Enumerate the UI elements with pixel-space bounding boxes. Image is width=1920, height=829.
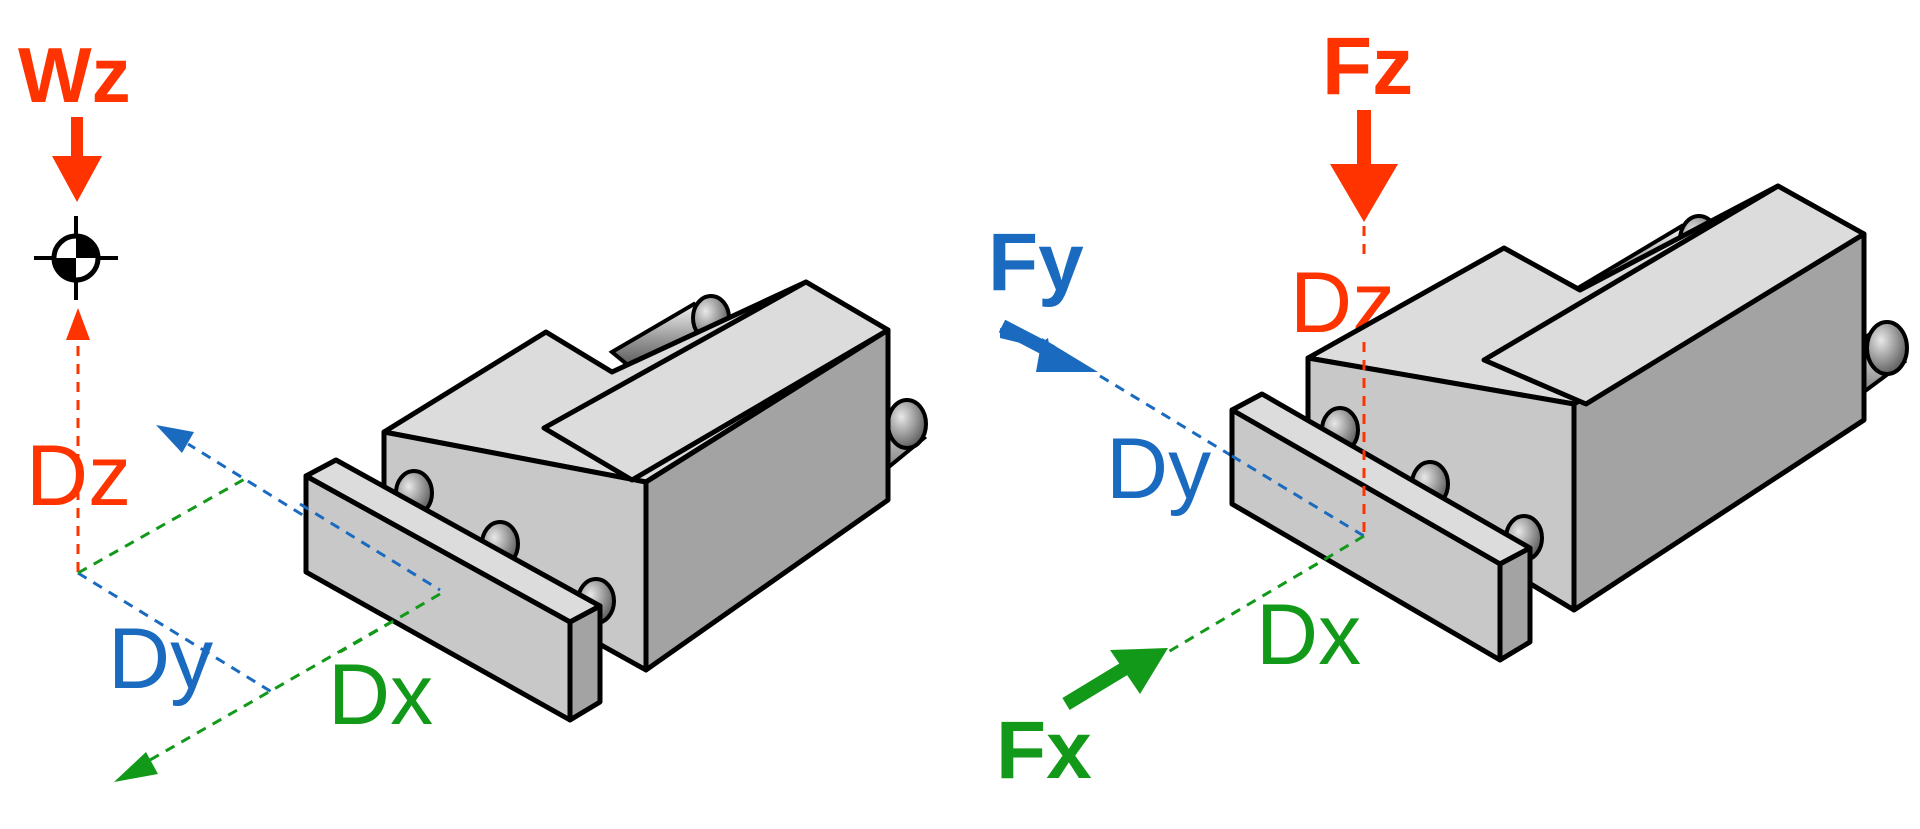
right-diagram: Fz Dz Fy Dy Dx Fx [988, 21, 1909, 796]
dz-axis-left [66, 308, 90, 572]
center-of-mass-icon [34, 216, 118, 300]
gripper-right [1229, 183, 1909, 663]
fx-arrow-icon [1062, 648, 1168, 710]
body-notch-left [541, 279, 891, 483]
dz-label-left: Dz [26, 428, 131, 524]
dx-label-left: Dx [328, 647, 433, 743]
left-diagram: Wz Dz Dy [18, 31, 928, 782]
gripper-left [303, 279, 928, 723]
body-notch-right [1481, 183, 1867, 407]
plate-side-right [1497, 545, 1533, 663]
wz-arrow-icon [52, 117, 102, 202]
fy-label: Fy [988, 217, 1084, 308]
dy-label-left: Dy [108, 611, 213, 707]
body-side-left [643, 327, 891, 673]
plate-side-left [567, 603, 603, 723]
dx-label-right: Dx [1256, 587, 1361, 683]
fx-label: Fx [996, 705, 1092, 796]
fz-label: Fz [1322, 21, 1413, 112]
fz-arrow-icon [1330, 110, 1398, 222]
fy-arrow-icon [998, 319, 1098, 372]
dy-label-right: Dy [1106, 421, 1211, 517]
wz-label: Wz [18, 31, 131, 119]
